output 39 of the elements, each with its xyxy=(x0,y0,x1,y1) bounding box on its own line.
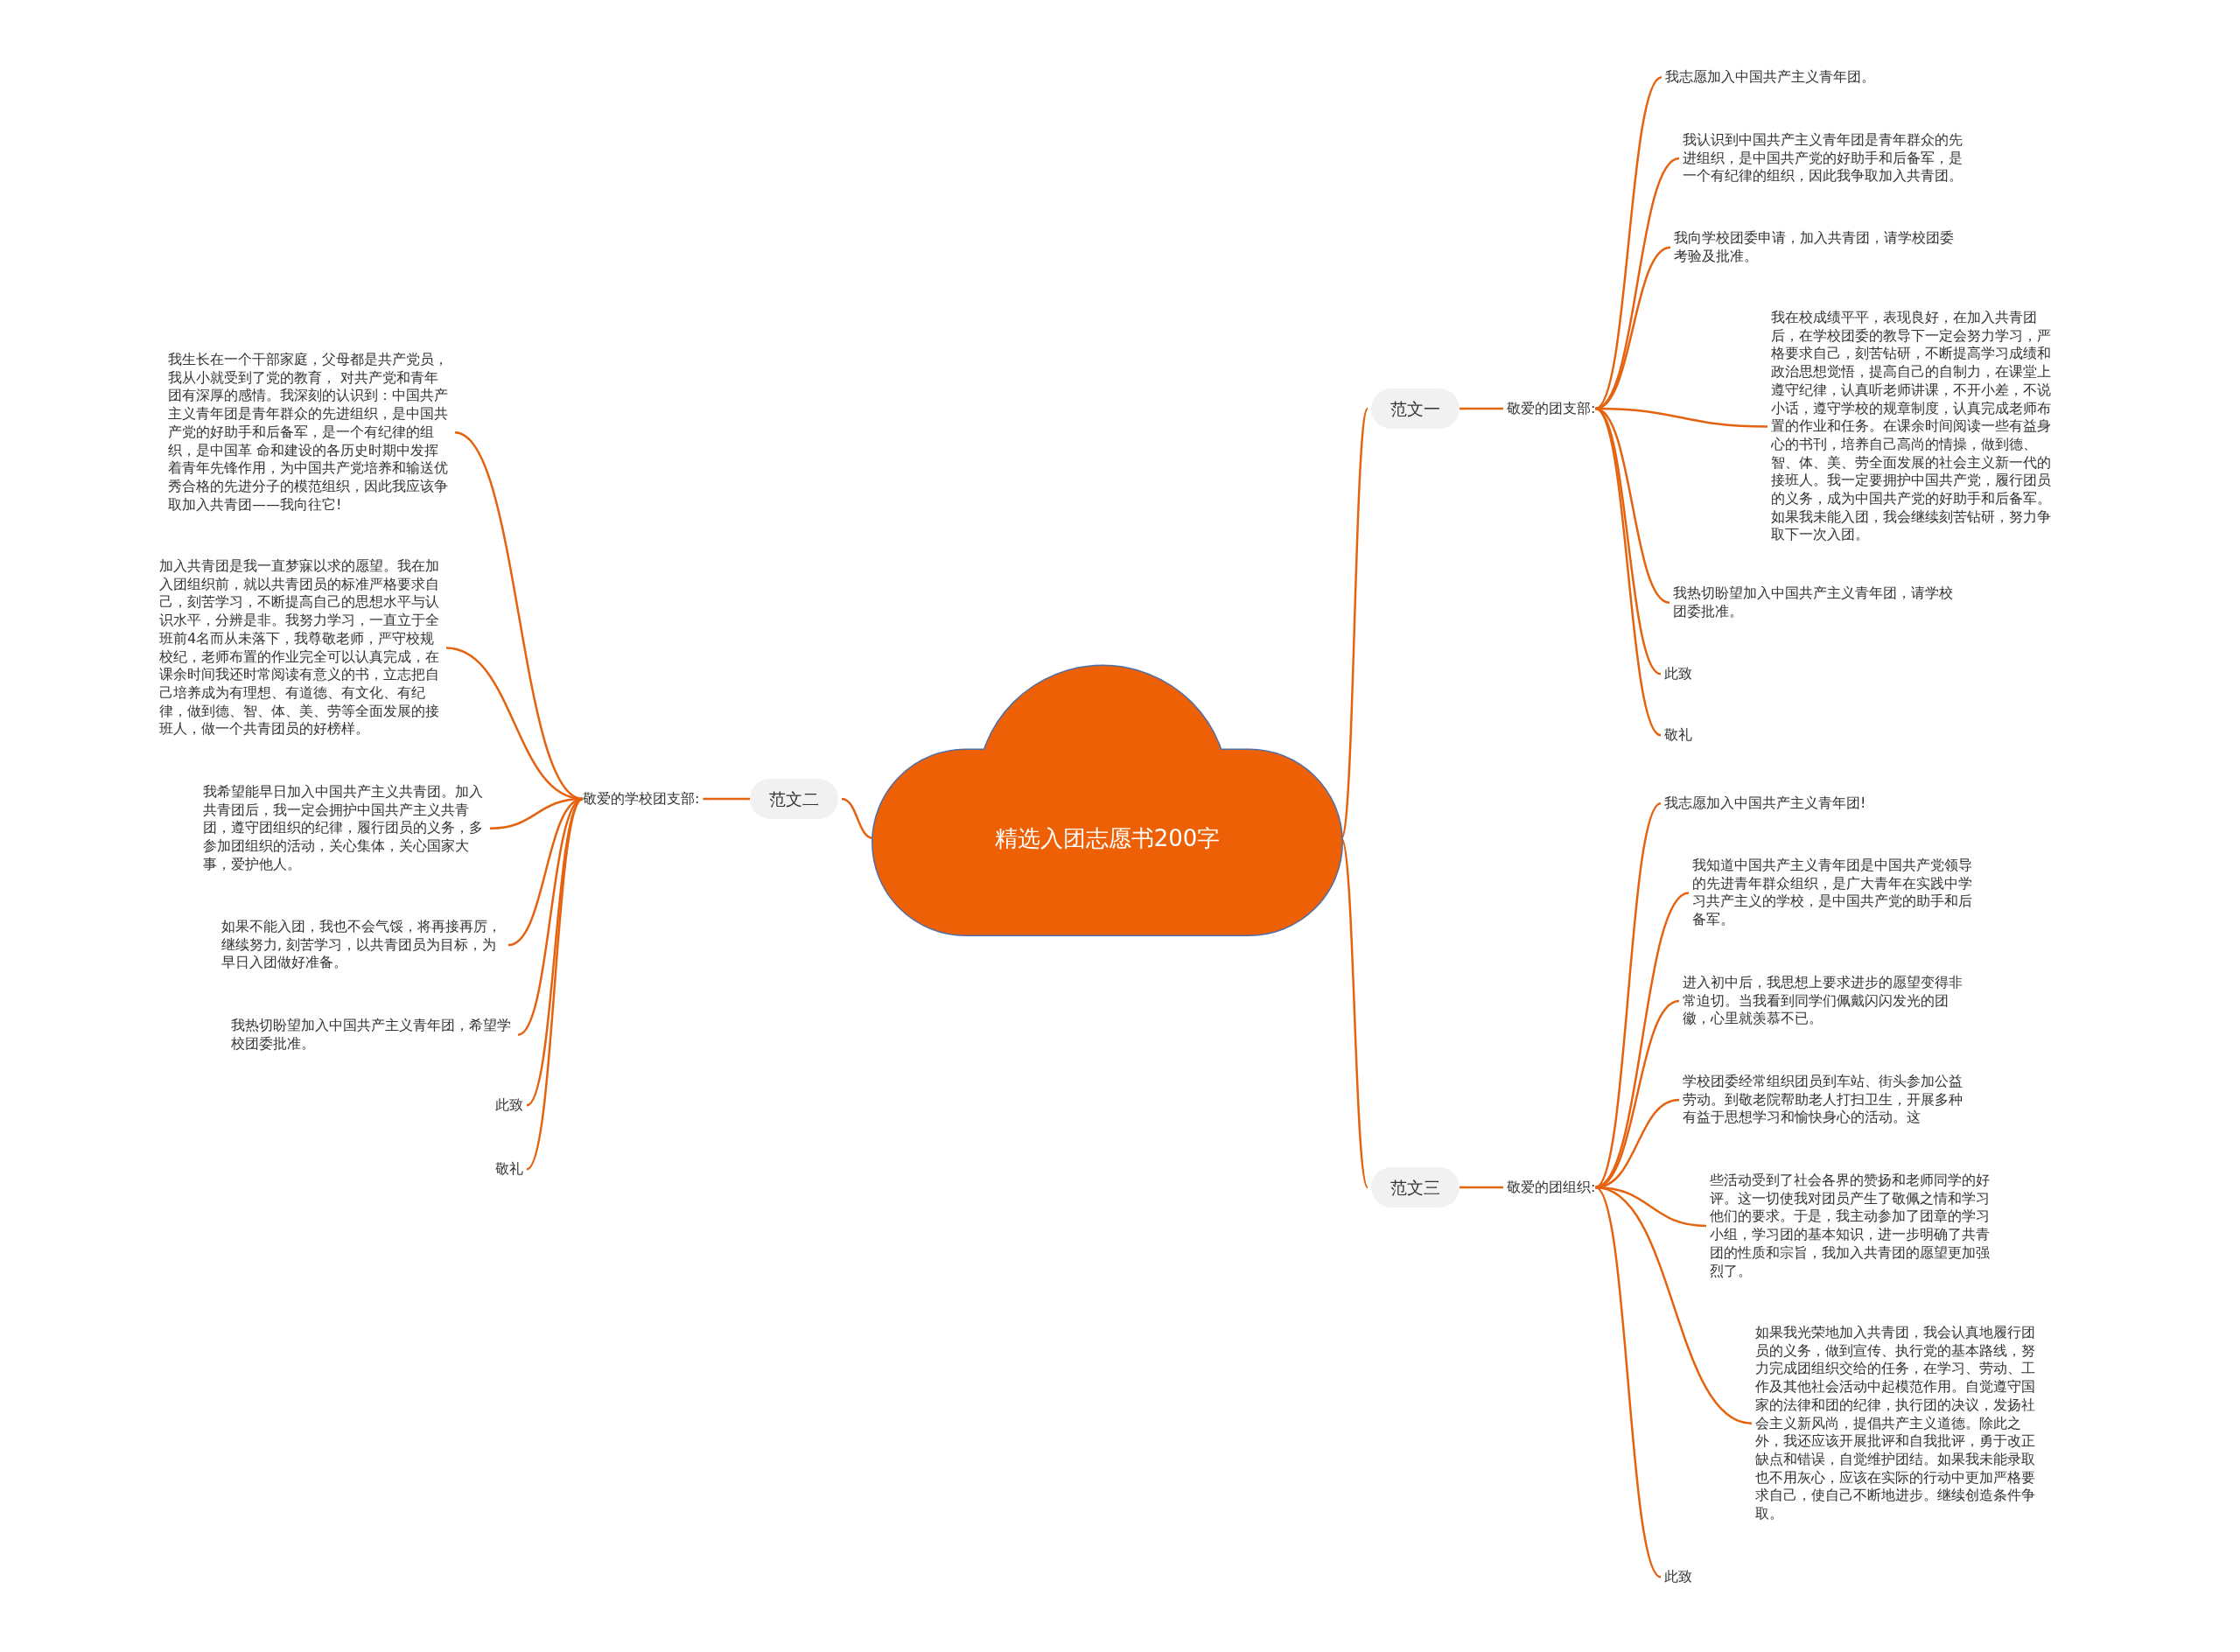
paragraph-text: 此致 xyxy=(1664,665,1692,683)
branch-topic: 范文三 xyxy=(1371,1167,1460,1208)
paragraph-text: 我向学校团委申请，加入共青团，请学校团委考验及批准。 xyxy=(1674,229,1957,266)
connector-line xyxy=(1594,76,1662,410)
branch-topic: 范文二 xyxy=(750,779,838,819)
salutation-text: 敬爱的团组织: xyxy=(1507,1179,1596,1196)
paragraph-text: 我志愿加入中国共产主义青年团! xyxy=(1664,794,1866,813)
paragraph-text: 我热切盼望加入中国共产主义青年团，希望学校团委批准。 xyxy=(231,1017,514,1054)
connector-line xyxy=(526,798,584,1171)
topic-title: 精选入团志愿书200字 xyxy=(994,823,1221,853)
paragraph-text: 我认识到中国共产主义青年团是青年群众的先进组织，是中国共产党的好助手和后备军，是一个有纪律的组织，因此我争取加入共青团。 xyxy=(1683,131,1966,186)
connector-line xyxy=(1594,246,1671,410)
paragraph-text: 我知道中国共产主义青年团是中国共产党领导的先进青年群众组织，是广大青年在实践中学习共产主义的学校，是中国共产党的助手和后备军。 xyxy=(1692,857,1976,929)
connector-line xyxy=(526,798,584,1107)
paragraph-text: 如果不能入团，我也不会气馁，将再接再厉，继续努力, 刻苦学习，以共青团员为目标，为早日入团做好准备。 xyxy=(221,918,505,973)
paragraph-text: 我志愿加入中国共产主义青年团。 xyxy=(1665,68,1875,87)
paragraph-text: 我在校成绩平平，表现良好，在加入共青团后，在学校团委的教导下一定会努力学习，严格要求自己，刻苦钻研，不断提高学习成绩和政治思想觉悟，提高自己的自制力，在课堂上遵守纪律，认真听老师讲课，不开小差，不说小话，遵守学校的规章制度，认真完成老师布置的作业和任务。在课余时间阅读一些有益身心的书刊，培养自己高尚的情操，做到德、智、体、美、劳全面发展的社会主义新一代的接班人。我一定要拥护中国共产党，履行团员的义务，成为中国共产党的好助手和后备军。如果我未能入团，我会继续刻苦钻研，努力争取下一次入团。 xyxy=(1771,309,2054,545)
connector-line xyxy=(1594,1186,1662,1578)
paragraph-text: 学校团委经常组织团员到车站、街头参加公益劳动。到敬老院帮助老人打扫卫生，开展多种有益于思想学习和愉快身心的活动。这 xyxy=(1683,1073,1966,1128)
connector-line xyxy=(1460,1186,1503,1189)
connector-line xyxy=(1594,999,1680,1189)
paragraph-text: 我热切盼望加入中国共产主义青年团，请学校团委批准。 xyxy=(1673,584,1956,621)
paragraph-text: 加入共青团是我一直梦寐以求的愿望。我在加入团组织前，就以共青团员的标准严格要求自己，刻苦学习，不断提高自己的思想水平与认识水平，分辨是非。我努力学习，一直立于全班前4名而从未落下，我尊敬老师，严守校规校纪，老师布置的作业完全可以认真完成，在课余时间我还时常阅读有意义的书，立志把自己培养成为有理想、有道德、有文化、有纪律，做到德、智、体、美、劳等全面发展的接班人，做一个共青团员的好榜样。 xyxy=(159,557,443,739)
salutation-text: 敬爱的学校团支部: xyxy=(583,790,700,808)
paragraph-text: 敬礼 xyxy=(495,1160,523,1179)
paragraph-text: 些活动受到了社会各界的赞扬和老师同学的好评。这一切使我对团员产生了敬佩之情和学习他们的要求。于是，我主动参加了团章的学习小组，学习团的基本知识，进一步明确了共青团的性质和宗旨，我加入共青团的愿望更加强烈了。 xyxy=(1710,1172,1993,1281)
connector-line xyxy=(703,797,750,801)
paragraph-text: 敬礼 xyxy=(1664,726,1692,745)
paragraph-text: 我生长在一个干部家庭，父母都是共产党员，我从小就受到了党的教育， 对共产党和青年团有深厚的感情。我深刻的认识到：中国共产主义青年团是青年群众的先进组织，是中国共产党的好助手和后备军，是一个有纪律的组织，是中国革 命和建设的各历史时期中发挥着青年先锋作用，为中国共产党培养和输送优秀合格的先进分子的模范组织，因此我应该争取加入共青团——我向往它! xyxy=(168,351,452,514)
connector-line xyxy=(1460,407,1503,410)
paragraph-text: 此致 xyxy=(1664,1568,1692,1586)
salutation-text: 敬爱的团支部: xyxy=(1507,400,1596,417)
paragraph-text: 进入初中后，我思想上要求进步的愿望变得非常迫切。当我看到同学们佩戴闪闪发光的团徽，心里就羡慕不已。 xyxy=(1683,974,1966,1029)
paragraph-text: 此致 xyxy=(495,1096,523,1115)
branch-topic: 范文一 xyxy=(1371,388,1460,429)
paragraph-text: 我希望能早日加入中国共产主义共青团。加入共青团后，我一定会拥护中国共产主义共青团，遵守团组织的纪律，履行团员的义务，多参加团组织的活动，关心集体，关心国家大事，爱护他人。 xyxy=(203,783,486,874)
paragraph-text: 如果我光荣地加入共青团，我会认真地履行团员的义务，做到宣传、执行党的基本路线，努力完成团组织交给的任务，在学习、劳动、工作及其他社会活动中起模范作用。自觉遵守国家的法律和团的纪律，执行团的决议，发扬社会主义新风尚，提倡共产主义道德。除此之外，我还应该开展批评和自我批评，勇于改正缺点和错误，自觉维护团结。如果我未能录取也不用灰心，应该在实际的行动中更加严格要求自己，使自己不断地进步。继续创造条件争取。 xyxy=(1755,1324,2039,1523)
connector-line xyxy=(1594,408,1662,737)
connector-line xyxy=(1595,1186,1753,1425)
